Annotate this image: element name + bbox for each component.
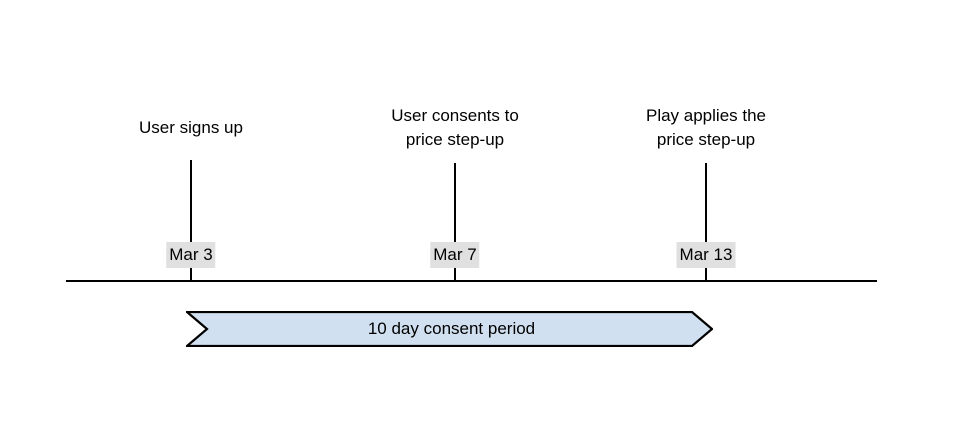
event-label: User consents to price step-up [391,104,519,152]
event-label: Play applies the price step-up [646,104,766,152]
timeline-baseline [66,280,877,282]
consent-period-banner: 10 day consent period [186,311,713,347]
event-tick-line [190,160,192,282]
banner-label: 10 day consent period [367,319,536,338]
event-date-badge: Mar 13 [676,242,736,268]
event-label: User signs up [139,116,243,140]
banner-arrow-shape [186,311,713,347]
event-label-line: price step-up [656,130,756,149]
event-label-line: Play applies the [645,106,767,125]
event-tick-line [705,163,707,282]
event-date-badge: Mar 3 [166,242,216,268]
event-label-line: User signs up [139,118,243,137]
event-tick-line [454,163,456,282]
event-label-line: User consents to [391,106,519,125]
event-label-line: price step-up [405,130,505,149]
event-date-badge: Mar 7 [430,242,480,268]
